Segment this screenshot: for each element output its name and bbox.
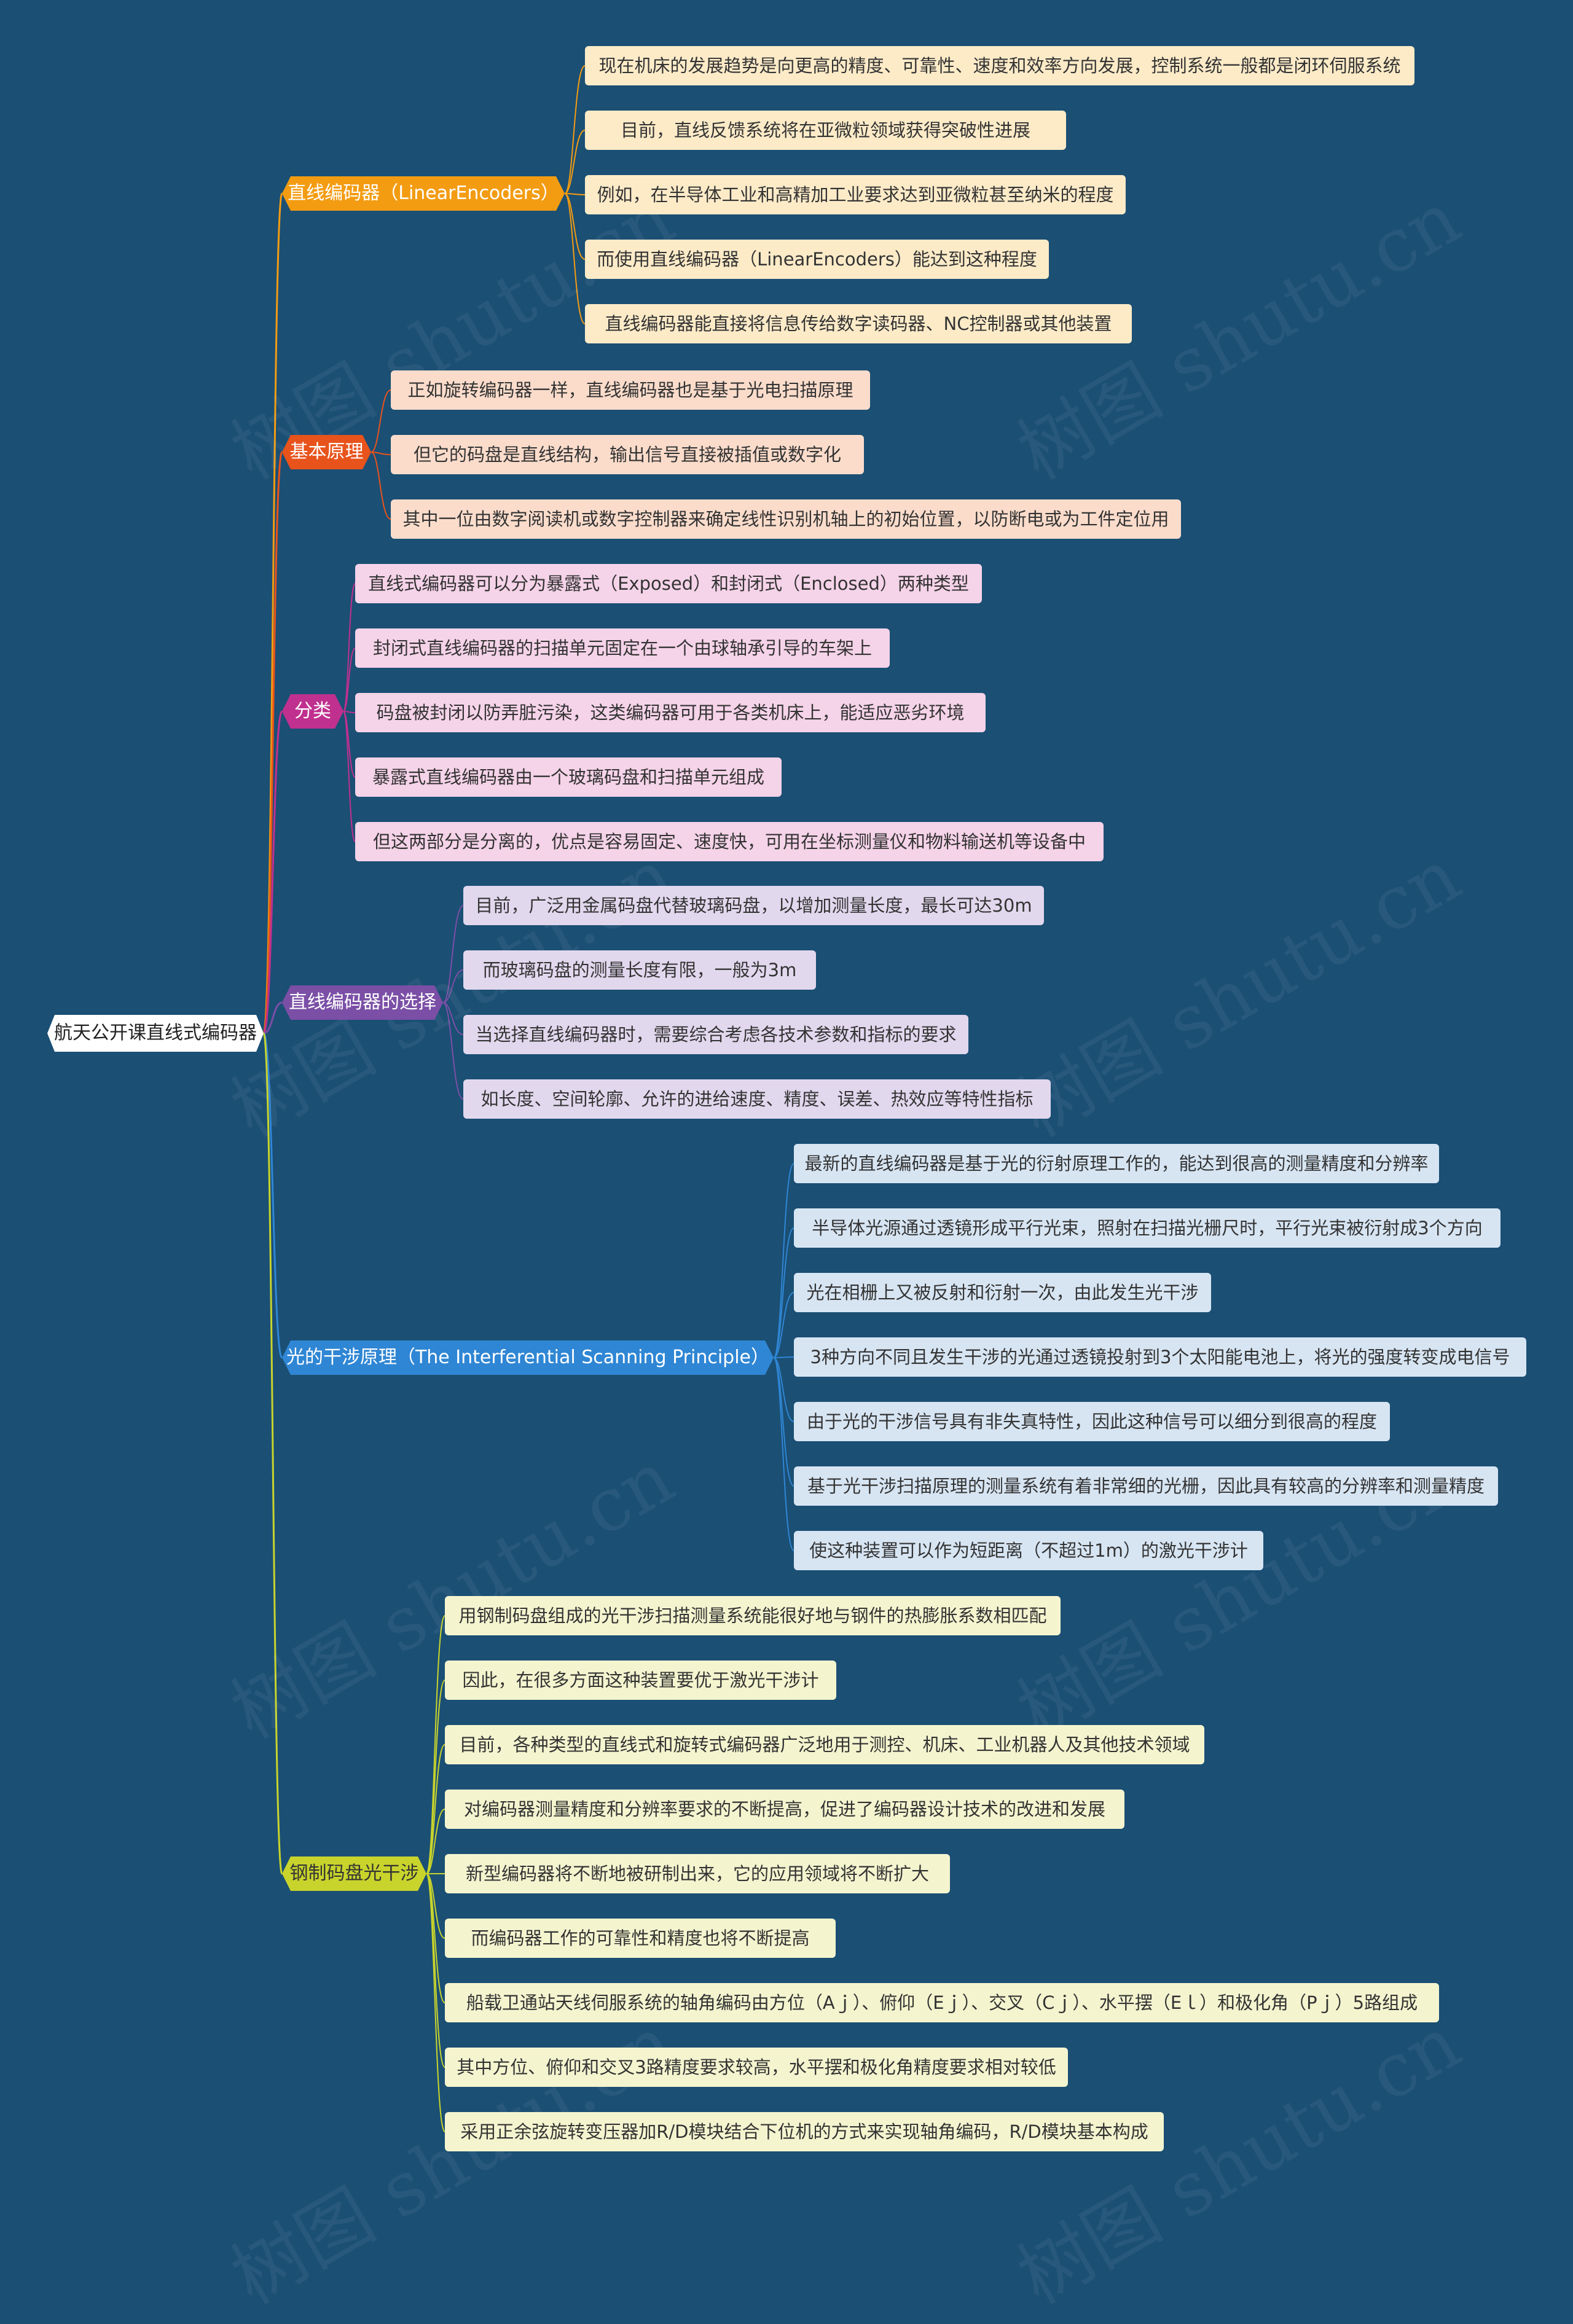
- leaf-topic[interactable]: 码盘被封闭以防弄脏污染，这类编码器可用于各类机床上，能适应恶劣环境: [355, 693, 986, 732]
- branch-topic[interactable]: 基本原理: [282, 435, 371, 469]
- branch-topic[interactable]: 分类: [282, 694, 343, 729]
- connector-line: [442, 1002, 464, 1100]
- leaf-topic[interactable]: 采用正余弦旋转变压器加R/D模块结合下位机的方式来实现轴角编码，R/D模块基本构…: [445, 2112, 1164, 2151]
- connector-line: [426, 1809, 445, 1874]
- connector-line: [773, 1292, 794, 1358]
- leaf-topic[interactable]: 暴露式直线编码器由一个玻璃码盘和扫描单元组成: [355, 757, 782, 797]
- connector-line: [442, 1002, 464, 1035]
- root-topic[interactable]: 航天公开课直线式编码器: [47, 1015, 264, 1052]
- branch-topic[interactable]: 直线编码器的选择: [282, 985, 443, 1020]
- leaf-topic[interactable]: 直线编码器能直接将信息传给数字读码器、NC控制器或其他装置: [585, 304, 1132, 343]
- connector-line: [773, 1357, 794, 1487]
- leaf-topic[interactable]: 新型编码器将不断地被研制出来，它的应用领域将不断扩大: [445, 1854, 950, 1893]
- leaf-topic[interactable]: 例如，在半导体工业和高精加工业要求达到亚微粒甚至纳米的程度: [585, 175, 1126, 214]
- leaf-topic[interactable]: 最新的直线编码器是基于光的衍射原理工作的，能达到很高的测量精度和分辨率: [794, 1144, 1439, 1183]
- leaf-topic[interactable]: 而使用直线编码器（LinearEncoders）能达到这种程度: [585, 240, 1049, 279]
- connector-line: [343, 583, 356, 712]
- leaf-topic[interactable]: 其中方位、俯仰和交叉3路精度要求较高，水平摆和极化角精度要求相对较低: [445, 2048, 1068, 2087]
- connector-line: [426, 1873, 445, 2068]
- leaf-topic[interactable]: 目前，广泛用金属码盘代替玻璃码盘，以增加测量长度，最长可达30m: [463, 886, 1044, 925]
- leaf-topic[interactable]: 但它的码盘是直线结构，输出信号直接被插值或数字化: [391, 435, 864, 474]
- leaf-topic[interactable]: 目前，各种类型的直线式和旋转式编码器广泛地用于测控、机床、工业机器人及其他技术领…: [445, 1725, 1204, 1764]
- connector-line: [426, 1873, 445, 1939]
- leaf-topic[interactable]: 封闭式直线编码器的扫描单元固定在一个由球轴承引导的车架上: [355, 628, 890, 668]
- connector-line: [343, 648, 356, 712]
- connector-line: [773, 1356, 794, 1358]
- connector-line: [564, 193, 586, 324]
- leaf-topic[interactable]: 正如旋转编码器一样，直线编码器也是基于光电扫描原理: [391, 370, 870, 410]
- leaf-topic[interactable]: 由于光的干涉信号具有非失真特性，因此这种信号可以细分到很高的程度: [794, 1402, 1390, 1441]
- connector-line: [262, 451, 283, 1035]
- connector-line: [262, 1032, 283, 1875]
- leaf-topic[interactable]: 但这两部分是分离的，优点是容易固定、速度快，可用在坐标测量仪和物料输送机等设备中: [355, 822, 1104, 861]
- connector-line: [773, 1163, 794, 1358]
- connector-line: [773, 1357, 794, 1551]
- leaf-topic[interactable]: 光在相栅上又被反射和衍射一次，由此发生光干涉: [794, 1273, 1211, 1312]
- connector-lines: [262, 65, 794, 2132]
- connector-line: [564, 65, 586, 194]
- leaf-topic[interactable]: 使这种装置可以作为短距离（不超过1m）的激光干涉计: [794, 1531, 1263, 1570]
- connector-line: [343, 711, 356, 842]
- connector-line: [371, 452, 391, 455]
- connector-line: [773, 1357, 794, 1422]
- leaf-topic[interactable]: 基于光干涉扫描原理的测量系统有着非常细的光栅，因此具有较高的分辨率和测量精度: [794, 1466, 1498, 1506]
- leaf-topic[interactable]: 对编码器测量精度和分辨率要求的不断提高，促进了编码器设计技术的改进和发展: [445, 1790, 1124, 1829]
- leaf-topic[interactable]: 目前，直线反馈系统将在亚微粒领域获得突破性进展: [585, 111, 1066, 150]
- connector-line: [371, 452, 391, 520]
- leaf-topic[interactable]: 3种方向不同且发生干涉的光通过透镜投射到3个太阳能电池上，将光的强度转变成电信号: [794, 1337, 1526, 1377]
- connector-line: [371, 389, 391, 453]
- connector-line: [263, 1001, 283, 1035]
- leaf-topic[interactable]: 其中一位由数字阅读机或数字控制器来确定线性识别机轴上的初始位置，以防断电或为工件…: [391, 499, 1181, 539]
- connector-line: [442, 969, 464, 1003]
- connector-line: [564, 130, 586, 194]
- connector-line: [426, 1680, 445, 1874]
- leaf-topic[interactable]: 船载卫通站天线伺服系统的轴角编码由方位（Aｊ）、俯仰（Eｊ）、交叉（Cｊ）、水平…: [445, 1983, 1439, 2022]
- leaf-topic[interactable]: 而玻璃码盘的测量长度有限，一般为3m: [463, 950, 816, 990]
- branch-topic[interactable]: 直线编码器（LinearEncoders）: [282, 176, 565, 211]
- connector-line: [426, 1744, 445, 1874]
- connector-line: [564, 193, 586, 195]
- connector-line: [262, 192, 283, 1035]
- connector-line: [262, 710, 283, 1035]
- leaf-topic[interactable]: 因此，在很多方面这种装置要优于激光干涉计: [445, 1661, 836, 1700]
- connector-line: [773, 1227, 794, 1358]
- branch-topic[interactable]: 钢制码盘光干涉: [282, 1856, 426, 1891]
- leaf-topic[interactable]: 当选择直线编码器时，需要综合考虑各技术参数和指标的要求: [463, 1015, 968, 1054]
- leaf-topic[interactable]: 直线式编码器可以分为暴露式（Exposed）和封闭式（Enclosed）两种类型: [355, 564, 982, 603]
- leaf-topic[interactable]: 如长度、空间轮廓、允许的进给速度、精度、误差、热效应等特性指标: [463, 1079, 1051, 1119]
- leaf-topic[interactable]: 现在机床的发展趋势是向更高的精度、可靠性、速度和效率方向发展，控制系统一般都是闭…: [585, 46, 1414, 85]
- connector-line: [426, 1873, 445, 2132]
- leaf-topic[interactable]: 半导体光源通过透镜形成平行光束，照射在扫描光栅尺时，平行光束被衍射成3个方向: [794, 1208, 1500, 1248]
- leaf-topic[interactable]: 用钢制码盘组成的光干涉扫描测量系统能很好地与钢件的热膨胀系数相匹配: [445, 1596, 1061, 1635]
- connector-line: [343, 711, 356, 713]
- leaf-topic[interactable]: 而编码器工作的可靠性和精度也将不断提高: [445, 1919, 836, 1958]
- connector-line: [262, 1032, 283, 1359]
- connector-line: [442, 905, 464, 1003]
- connector-line: [564, 193, 586, 260]
- mind-map-canvas: 树图 shutu.cn 树图 shutu.cn 树图 shutu.cn 树图 s…: [0, 46, 1526, 2321]
- branch-topic[interactable]: 光的干涉原理（The Interferential Scanning Princ…: [282, 1340, 774, 1375]
